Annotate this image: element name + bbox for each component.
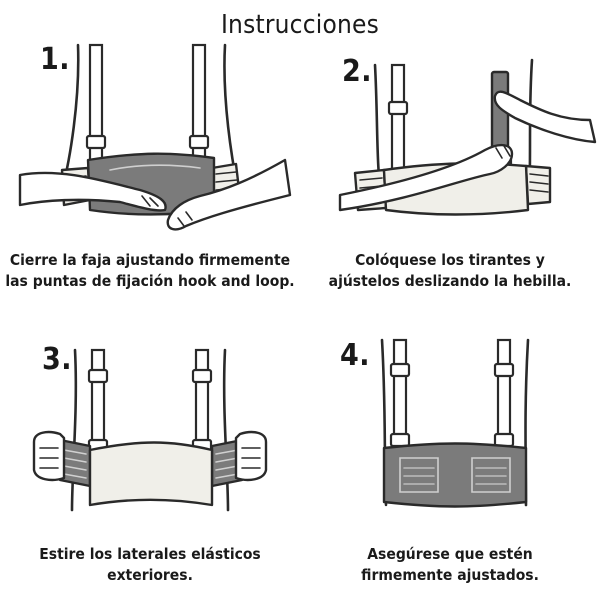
waist-belt-illustration [380,338,530,508]
step-number: 3. [42,342,73,377]
suspender-straps-illustration [338,58,597,216]
step-1-panel: 1. Cierre la faja ajustando fi [0,40,300,320]
step-1-caption: Cierre la faja ajustando firmemente las … [0,250,300,292]
caption-line: exteriores. [107,566,193,584]
step-2-illustration [300,40,600,240]
step-3-panel: 3. Estire los laterales [0,330,300,610]
waist-belt-illustration [18,43,292,231]
caption-line: Estire los laterales elásticos [39,545,261,563]
step-4-panel: 4. Asegúrese que estén firmemente ajusta… [300,330,600,610]
caption-line: Cierre la faja ajustando firmemente [9,251,291,269]
step-number: 2. [342,54,373,89]
caption-line: Colóquese los tirantes y [355,251,545,269]
step-2-caption: Colóquese los tirantes y ajústelos desli… [300,250,600,292]
caption-line: ajústelos deslizando la hebilla. [328,272,572,290]
step-1-illustration [0,40,300,240]
step-4-illustration [300,330,600,530]
caption-line: firmemente ajustados. [361,566,539,584]
step-4-caption: Asegúrese que estén firmemente ajustados… [300,544,600,586]
caption-line: las puntas de fijación hook and loop. [5,272,295,290]
caption-line: Asegúrese que estén [367,545,533,563]
step-number: 4. [340,338,371,373]
step-3-illustration [0,330,300,530]
waist-belt-illustration [32,348,268,512]
page-title: Instrucciones [220,10,380,40]
step-2-panel: 2. Colóquese los tirantes y ajúst [300,40,600,320]
step-3-caption: Estire los laterales elásticos exteriore… [0,544,300,586]
step-number: 1. [40,42,71,77]
